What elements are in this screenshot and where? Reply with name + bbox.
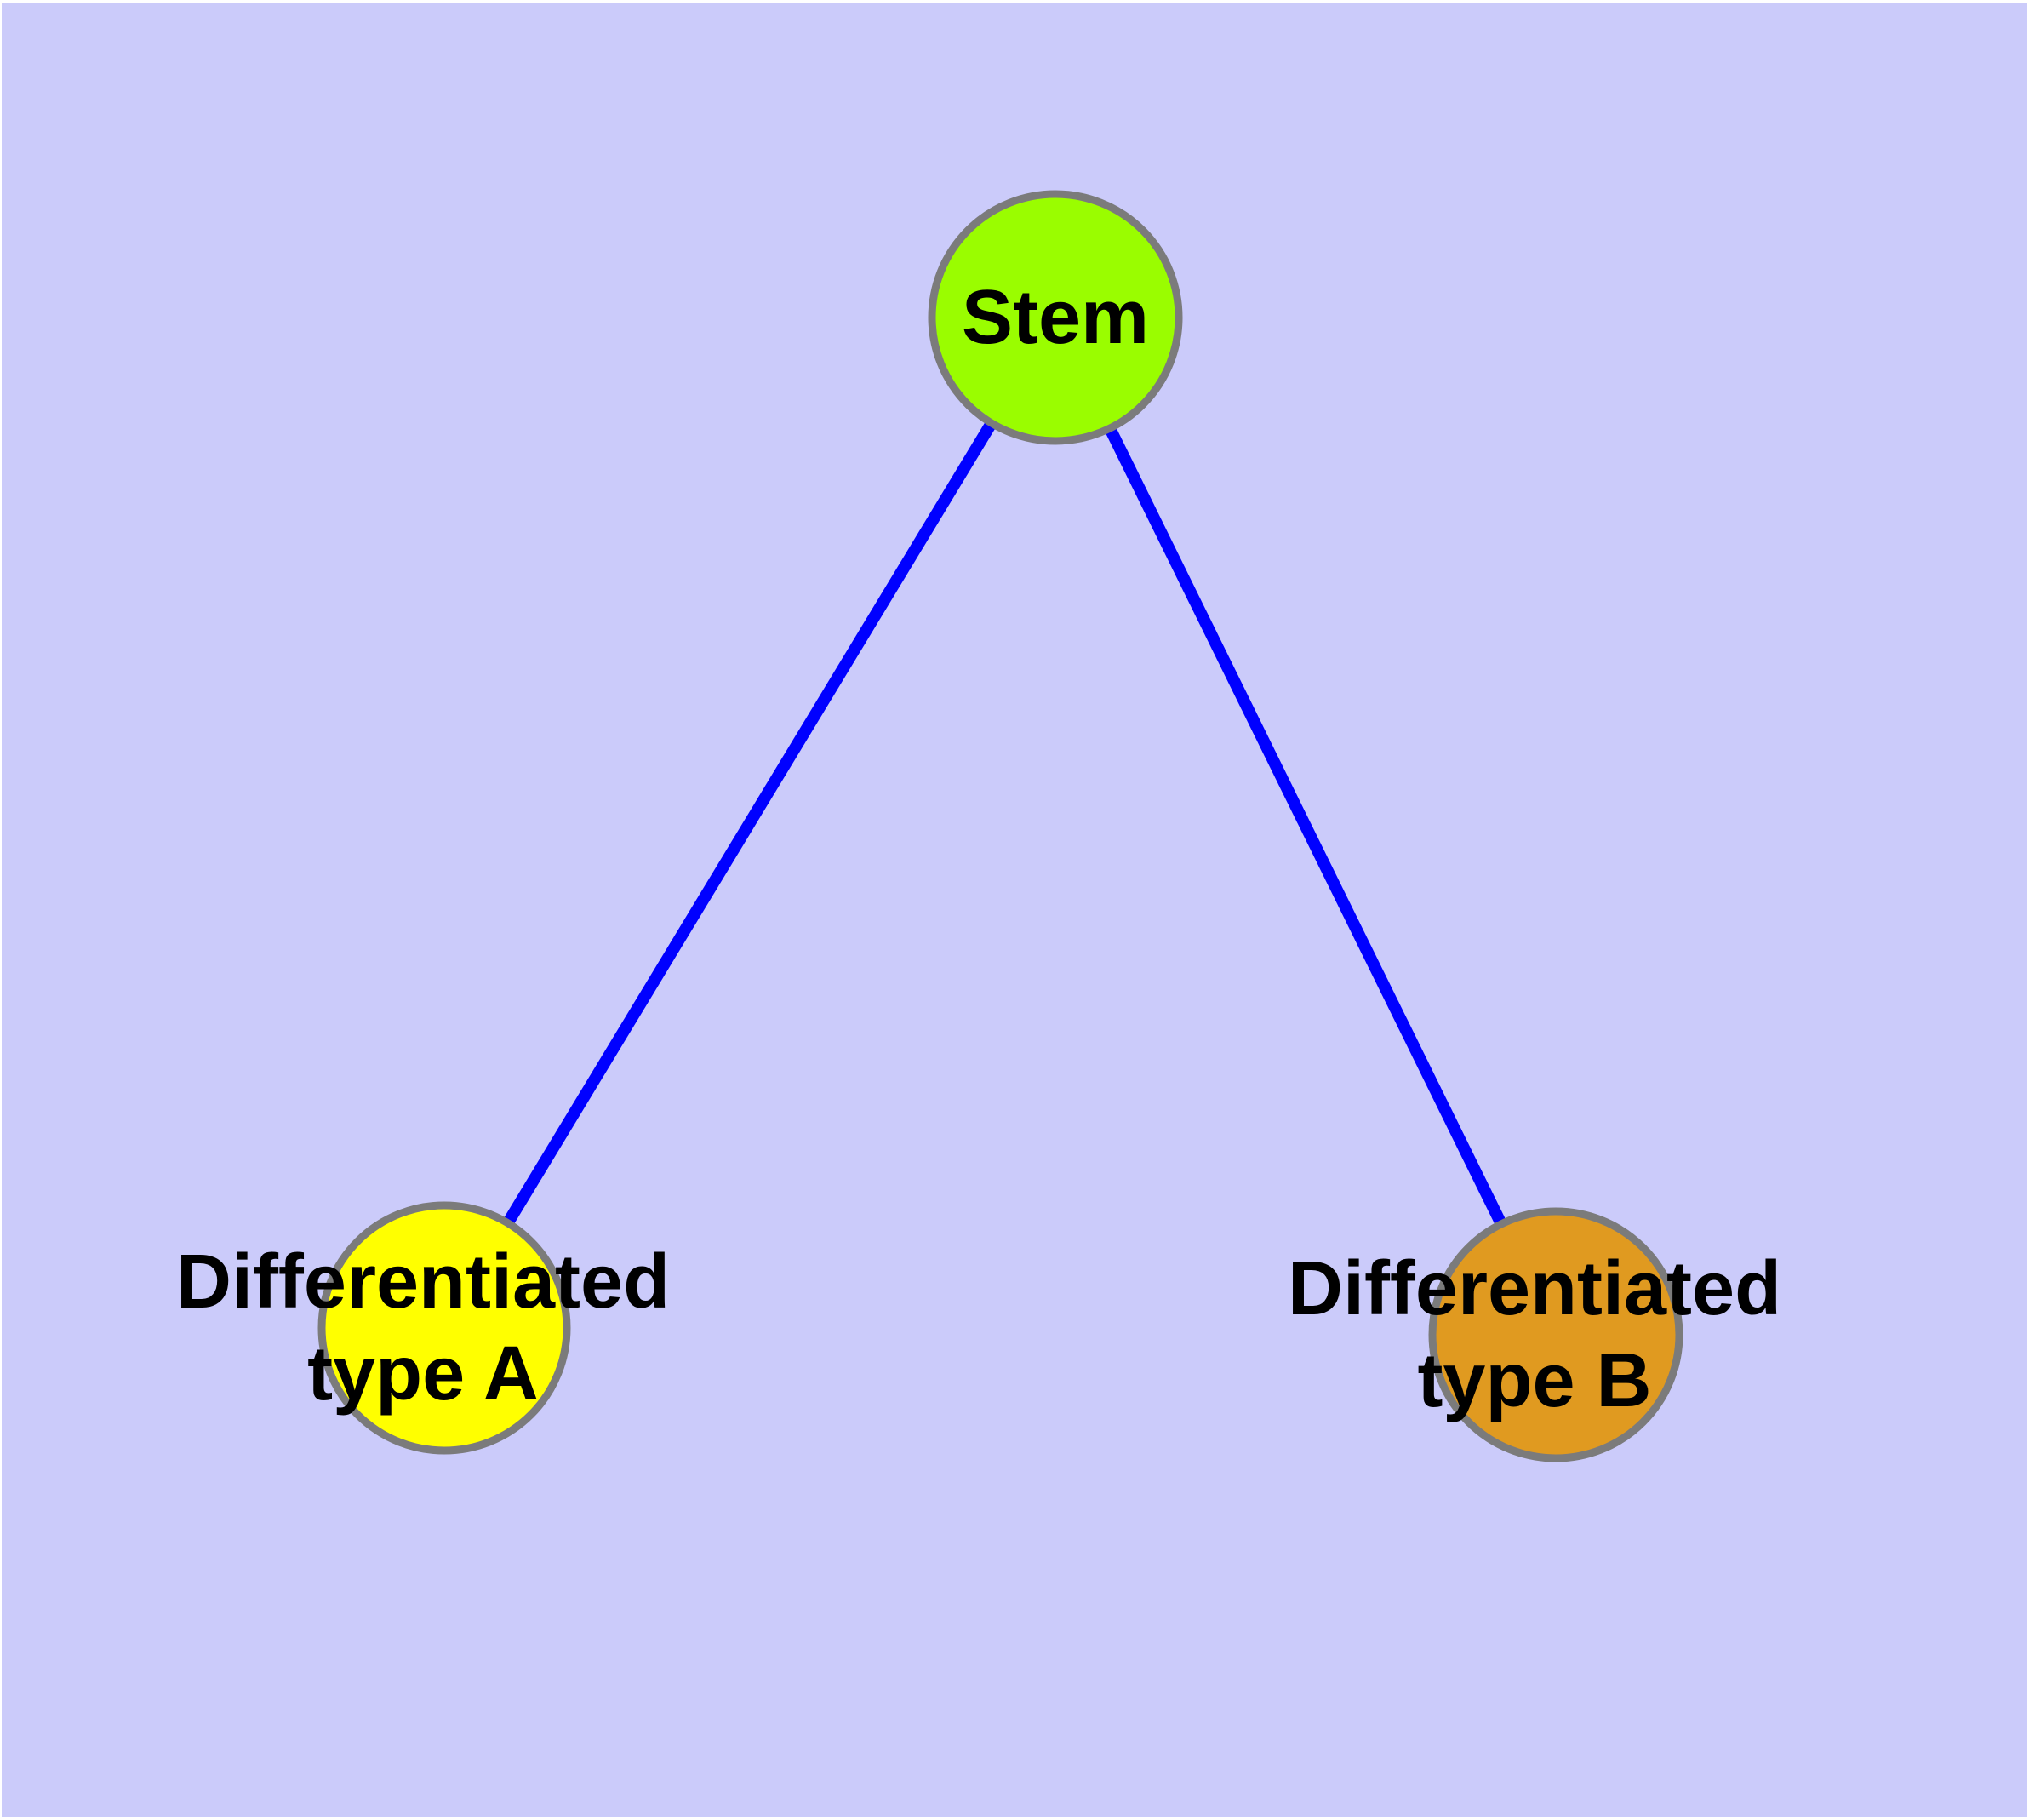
node-differentiated-type-b-circle (1428, 1207, 1683, 1462)
node-stem-circle (928, 190, 1183, 445)
node-differentiated-type-a-circle (317, 1201, 571, 1455)
edge-stem-to-type-a (439, 314, 1060, 1331)
edge-stem-to-type-b (1049, 314, 1562, 1338)
